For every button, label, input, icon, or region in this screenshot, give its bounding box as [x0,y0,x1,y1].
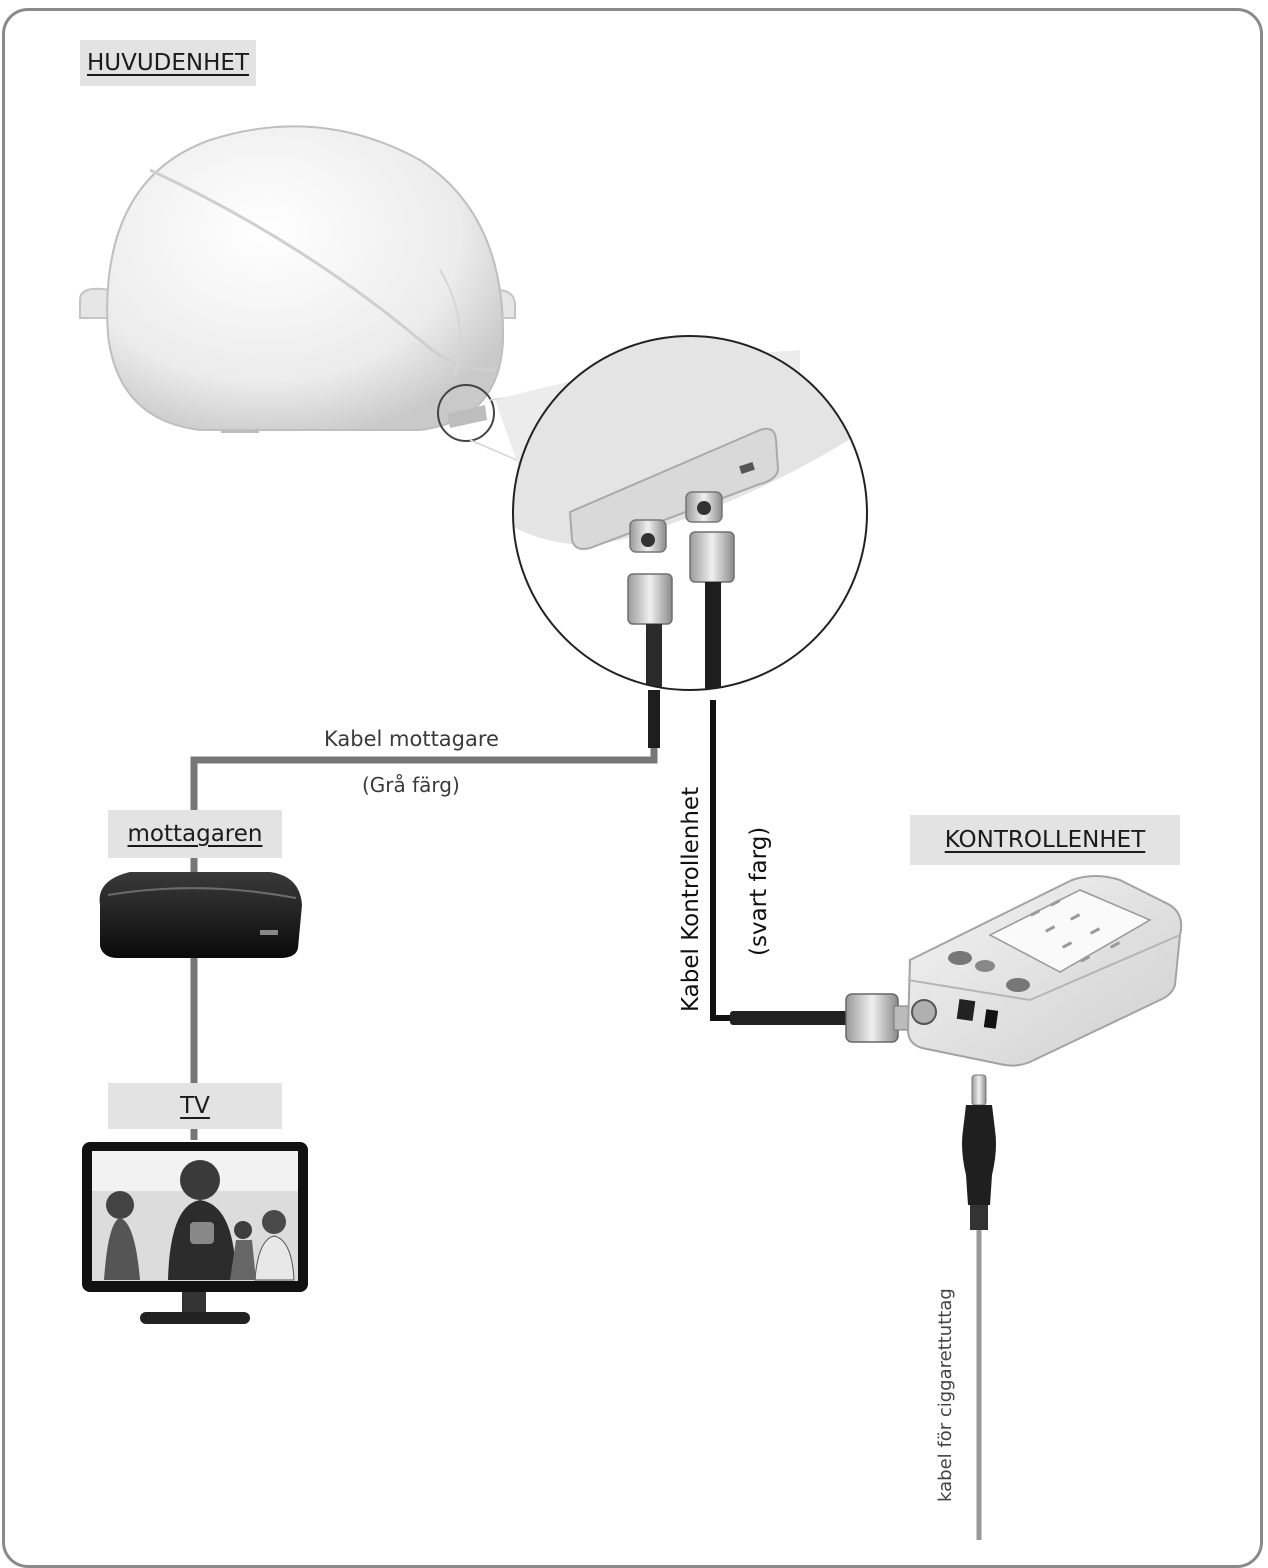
satellite-dome-icon [79,125,791,471]
cigarette-cable-label: kabel för ciggarettuttag [935,1288,956,1502]
control-unit-icon [906,875,1183,1067]
control-cable-label: Kabel Kontrollenhet [678,786,704,1012]
control-cable-color-label: (svart farg) [746,826,772,956]
black-control-cable [710,700,909,1043]
connector-zoom-icon [495,335,868,691]
tv-monitor-icon [82,1142,308,1324]
receiver-cable-color-label: (Grå färg) [362,773,460,797]
receiver-box-icon [99,872,302,958]
label-tv: TV [108,1083,282,1129]
label-main-unit: HUVUDENHET [80,40,256,86]
dc-plug-icon [962,1074,996,1540]
label-control-unit: KONTROLLENHET [910,815,1180,865]
receiver-cable-label: Kabel mottagare [324,727,499,751]
label-receiver: mottagaren [108,810,282,858]
